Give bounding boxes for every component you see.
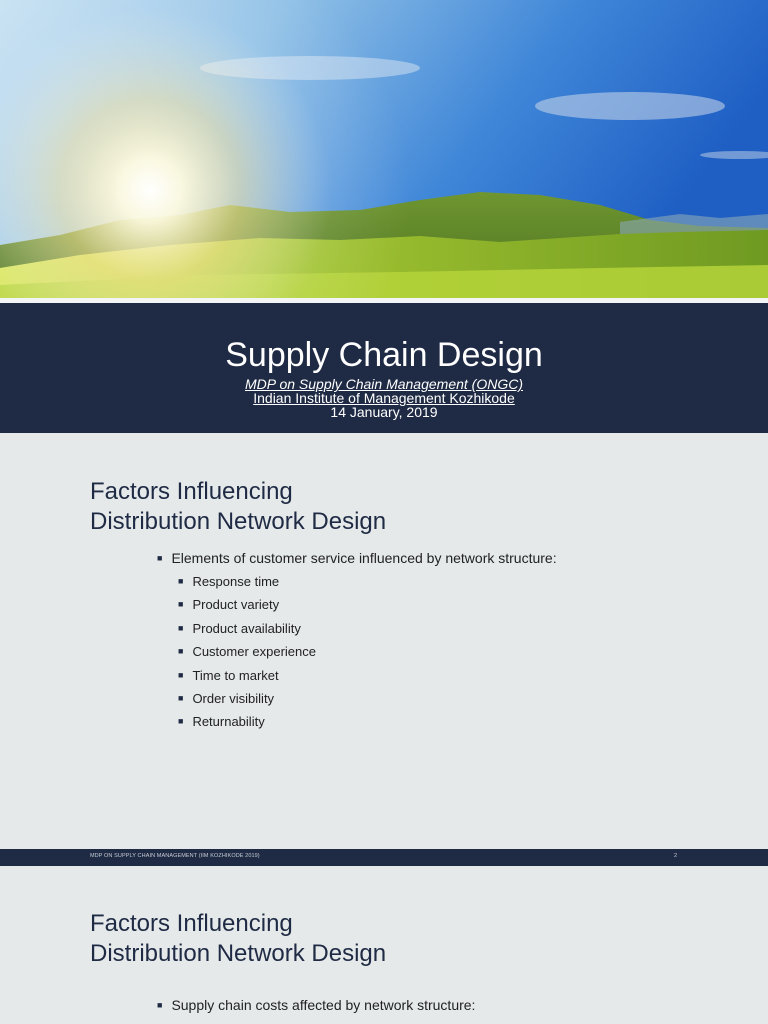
program-name: MDP on Supply Chain Management (ONGC) <box>244 376 524 392</box>
title-slide: Supply Chain Design MDP on Supply Chain … <box>0 303 768 433</box>
list-item-text: Time to market <box>192 667 279 683</box>
bullet-square-icon: ■ <box>178 716 184 727</box>
slide-3: Factors Influencing Distribution Network… <box>0 866 768 1024</box>
sub-bullet-list: ■ Response time ■ Product variety ■ Product… <box>178 574 316 738</box>
bullet-square-icon: ■ <box>178 669 184 680</box>
page-number: 2 <box>674 853 678 859</box>
bullet-square-icon: ■ <box>178 576 184 586</box>
list-item-text: Order visibility <box>192 690 275 706</box>
list-item: ■ Response time <box>178 574 316 597</box>
landscape-illustration <box>0 0 768 298</box>
footer-text: MDP ON SUPPLY CHAIN MANAGEMENT (IIM KOZH… <box>90 853 260 859</box>
list-item-text: Response time <box>192 574 280 589</box>
list-item: ■ Returnability <box>178 714 316 737</box>
presentation-date: 14 January, 2019 <box>330 404 438 420</box>
bullet-square-icon: ■ <box>178 622 184 633</box>
list-item: ■ Customer experience <box>178 644 316 667</box>
bullet-text: Elements of customer service influenced … <box>171 550 557 566</box>
list-item-text: Product availability <box>192 620 301 636</box>
slide-title: Factors Influencing Distribution Network… <box>90 909 386 969</box>
bullet-square-icon: ■ <box>157 553 163 563</box>
slide-title-line1: Factors Influencing <box>90 478 293 505</box>
list-item: ■ Product variety <box>178 597 316 620</box>
slide-title-line2: Distribution Network Design <box>90 508 387 535</box>
slide-title-line2: Distribution Network Design <box>90 940 387 967</box>
slide-title-line1: Factors Influencing <box>90 910 293 937</box>
slide-2: Factors Influencing Distribution Network… <box>0 433 768 849</box>
bullet-square-icon: ■ <box>157 1000 163 1010</box>
list-item: ■ Time to market <box>178 668 316 691</box>
bullet-item: ■ Elements of customer service influenced… <box>157 550 557 566</box>
bullet-text: Supply chain costs affected by network s… <box>171 997 476 1013</box>
slide-footer: MDP ON SUPPLY CHAIN MANAGEMENT (IIM KOZH… <box>0 849 768 866</box>
bullet-square-icon: ■ <box>178 692 184 703</box>
bullet-item: ■ Supply chain costs affected by network … <box>157 997 475 1013</box>
list-item-text: Customer experience <box>192 644 316 660</box>
institute-name: Indian Institute of Management Kozhikode <box>253 390 515 406</box>
list-item: ■ Product availability <box>178 621 316 644</box>
bullet-square-icon: ■ <box>178 646 184 657</box>
hero-landscape-image <box>0 0 768 298</box>
list-item: ■ Order visibility <box>178 691 316 714</box>
presentation-title: Supply Chain Design <box>225 336 543 374</box>
list-item-text: Returnability <box>192 714 265 730</box>
slide-title: Factors Influencing Distribution Network… <box>90 477 386 537</box>
list-item-text: Product variety <box>192 597 280 613</box>
divider <box>0 298 768 303</box>
bullet-square-icon: ■ <box>178 599 184 610</box>
